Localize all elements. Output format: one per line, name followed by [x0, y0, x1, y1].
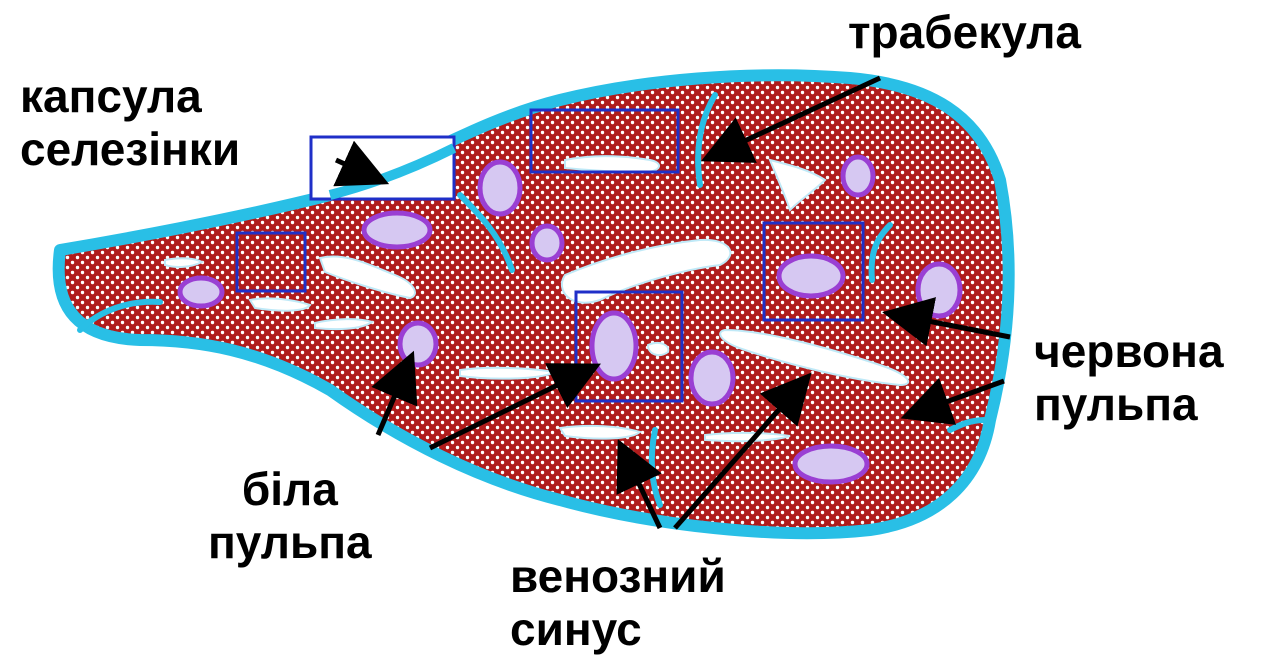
label-trabecula: трабекула	[848, 6, 1081, 59]
white-pulp-nodule	[180, 278, 222, 306]
label-capsule: капсула селезінки	[20, 70, 240, 176]
label-white-pulp: біла пульпа	[208, 463, 372, 569]
label-red-pulp-line-1: червона	[1034, 325, 1224, 378]
white-pulp-nodule	[480, 162, 520, 214]
white-pulp-nodule	[592, 313, 636, 379]
white-pulp-nodule	[532, 226, 562, 260]
label-trabecula-line: трабекула	[848, 6, 1081, 59]
label-venous-sinus-line-1: венозний	[510, 550, 726, 603]
venous-sinus	[460, 368, 555, 379]
label-capsule-line-1: капсула	[20, 70, 240, 123]
label-venous-sinus-line-2: синус	[510, 603, 726, 656]
white-pulp-nodule	[843, 157, 873, 195]
label-red-pulp: червона пульпа	[1034, 325, 1224, 431]
white-pulp-nodule	[400, 323, 436, 365]
label-white-pulp-line-2: пульпа	[208, 516, 372, 569]
label-white-pulp-line-1: біла	[208, 463, 372, 516]
label-capsule-line-2: селезінки	[20, 123, 240, 176]
venous-sinus	[565, 156, 659, 172]
venous-sinus	[648, 343, 668, 355]
white-pulp-nodule	[779, 256, 843, 296]
label-red-pulp-line-2: пульпа	[1034, 378, 1224, 431]
white-pulp-nodule	[691, 352, 733, 404]
white-pulp-nodule	[918, 264, 960, 316]
white-pulp-nodule	[364, 213, 430, 247]
label-venous-sinus: венозний синус	[510, 550, 726, 656]
white-pulp-nodule	[795, 446, 867, 482]
